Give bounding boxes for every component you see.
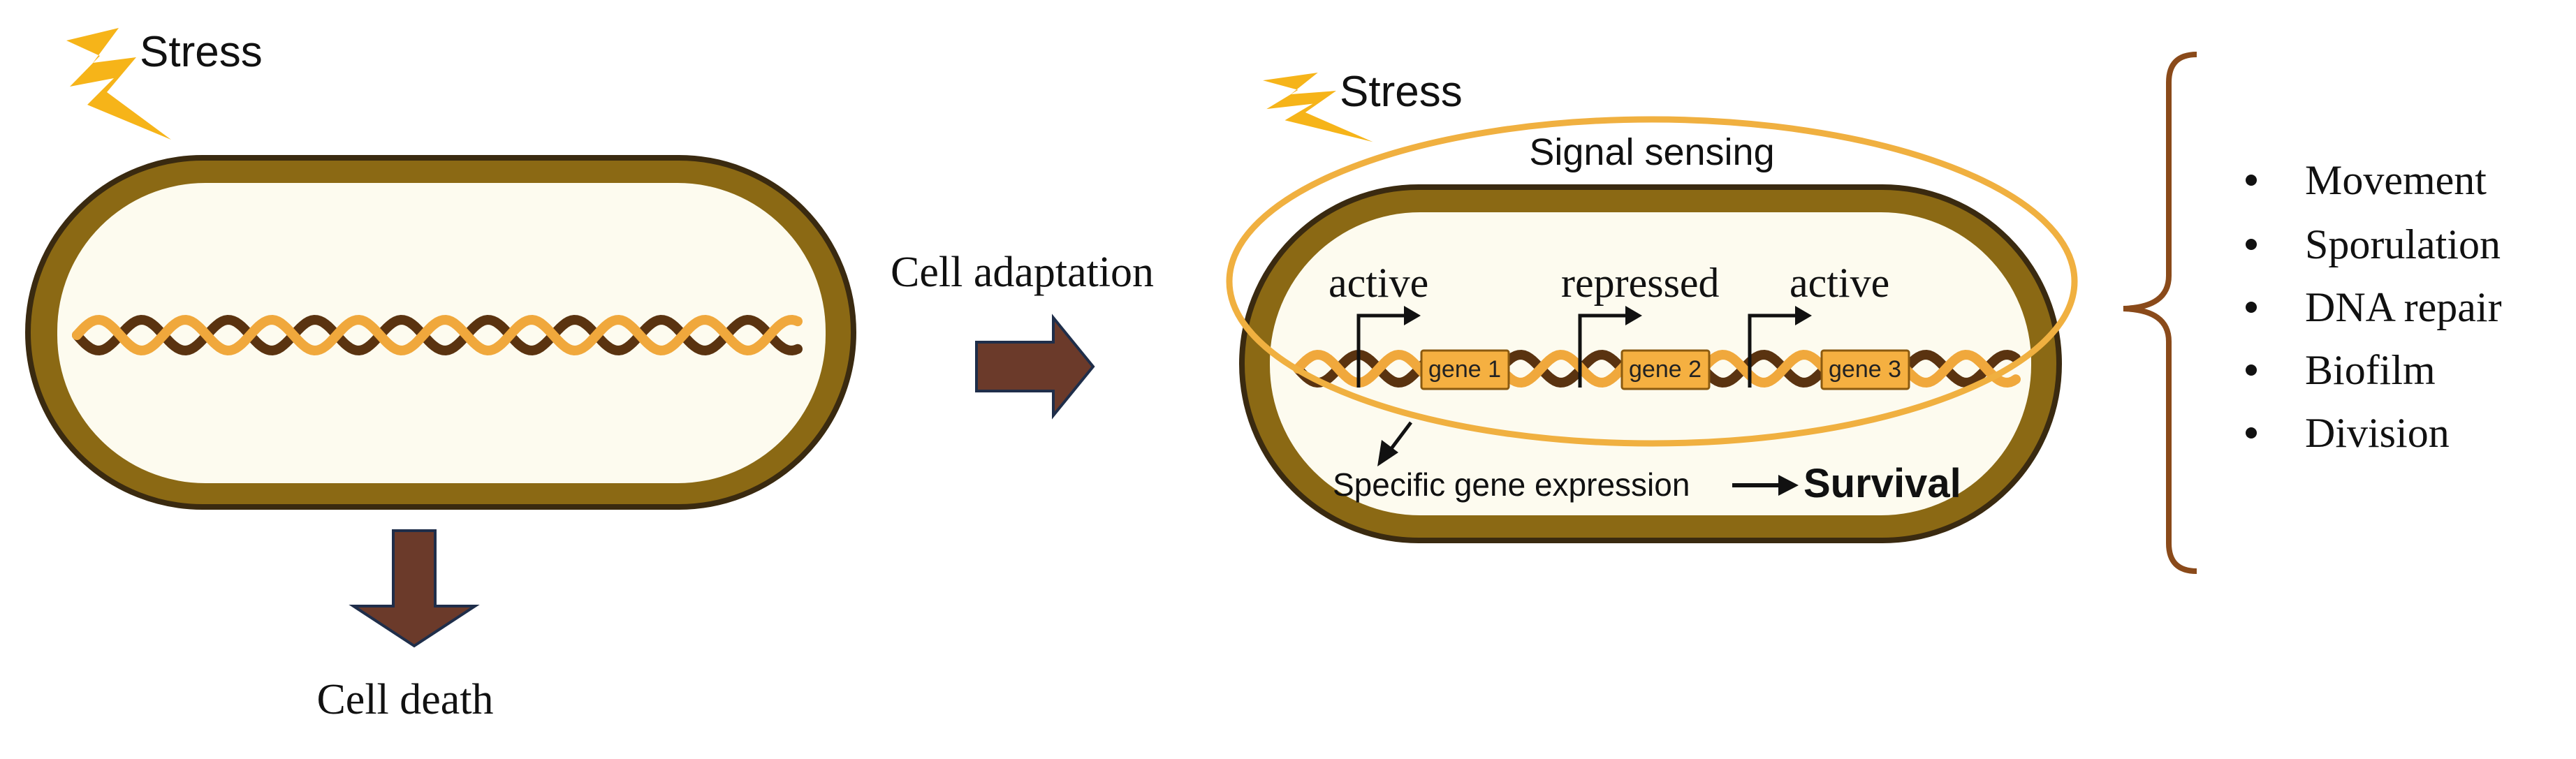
promoter-label: active — [1790, 260, 1889, 306]
dna-strand-dark-left — [72, 314, 803, 356]
gene-label: gene 2 — [1629, 356, 1702, 383]
bullet-icon — [2246, 427, 2257, 439]
gene-box — [1620, 349, 1711, 390]
survival-label: Survival — [1803, 461, 1961, 506]
gene-label: gene 1 — [1428, 356, 1501, 383]
promoter-label: repressed — [1561, 260, 1720, 306]
cell-adaptation-label: Cell adaptation — [891, 249, 1154, 296]
arrow-right-icon — [975, 314, 1095, 420]
promoter-arrow-icon — [1356, 306, 1421, 388]
outcome-item: Sporulation — [2305, 221, 2501, 267]
survival-arrow-icon — [1778, 475, 1799, 496]
outcome-item: Division — [2305, 410, 2450, 456]
outcome-item: Biofilm — [2305, 347, 2436, 393]
outcome-item: DNA repair — [2305, 284, 2502, 330]
signal-sensing-label: Signal sensing — [1529, 131, 1774, 173]
expression-arrow-icon — [1377, 440, 1398, 466]
promoter-label: active — [1329, 260, 1428, 306]
stress-label-right: Stress — [1340, 68, 1463, 116]
stress-label-left: Stress — [140, 28, 263, 76]
promoter-arrow-icon — [1578, 306, 1642, 388]
curly-brace — [2123, 52, 2197, 574]
promoter-arrow-icon — [1748, 306, 1812, 388]
outcome-item: Movement — [2305, 157, 2487, 203]
cytoplasm-left — [57, 183, 826, 483]
bullet-icon — [2246, 239, 2257, 250]
signal-sensing-ellipse — [1226, 116, 2078, 447]
bullet-icon — [2246, 364, 2257, 376]
lightning-icon — [1263, 73, 1373, 142]
dna-helix-left — [72, 314, 803, 356]
gene-label: gene 3 — [1829, 356, 1901, 383]
lightning-icon — [66, 28, 171, 140]
expression-arrow-line — [1389, 421, 1412, 452]
bullet-icon — [2246, 175, 2257, 186]
stressed-cell-left — [25, 155, 856, 510]
adapting-cell-right: gene 1 gene 2 gene 3 active repressed ac… — [1239, 184, 2062, 543]
cell-death-label: Cell death — [316, 676, 493, 723]
arrow-down-icon — [349, 529, 480, 648]
gene-box — [1820, 349, 1910, 390]
dna-strand-light-left — [72, 314, 803, 356]
gene-box — [1420, 349, 1510, 390]
outcome-list: Movement Sporulation DNA repair Biofilm … — [2246, 157, 2502, 456]
specific-gene-expression-label: Specific gene expression — [1333, 466, 1690, 503]
bullet-icon — [2246, 302, 2257, 313]
